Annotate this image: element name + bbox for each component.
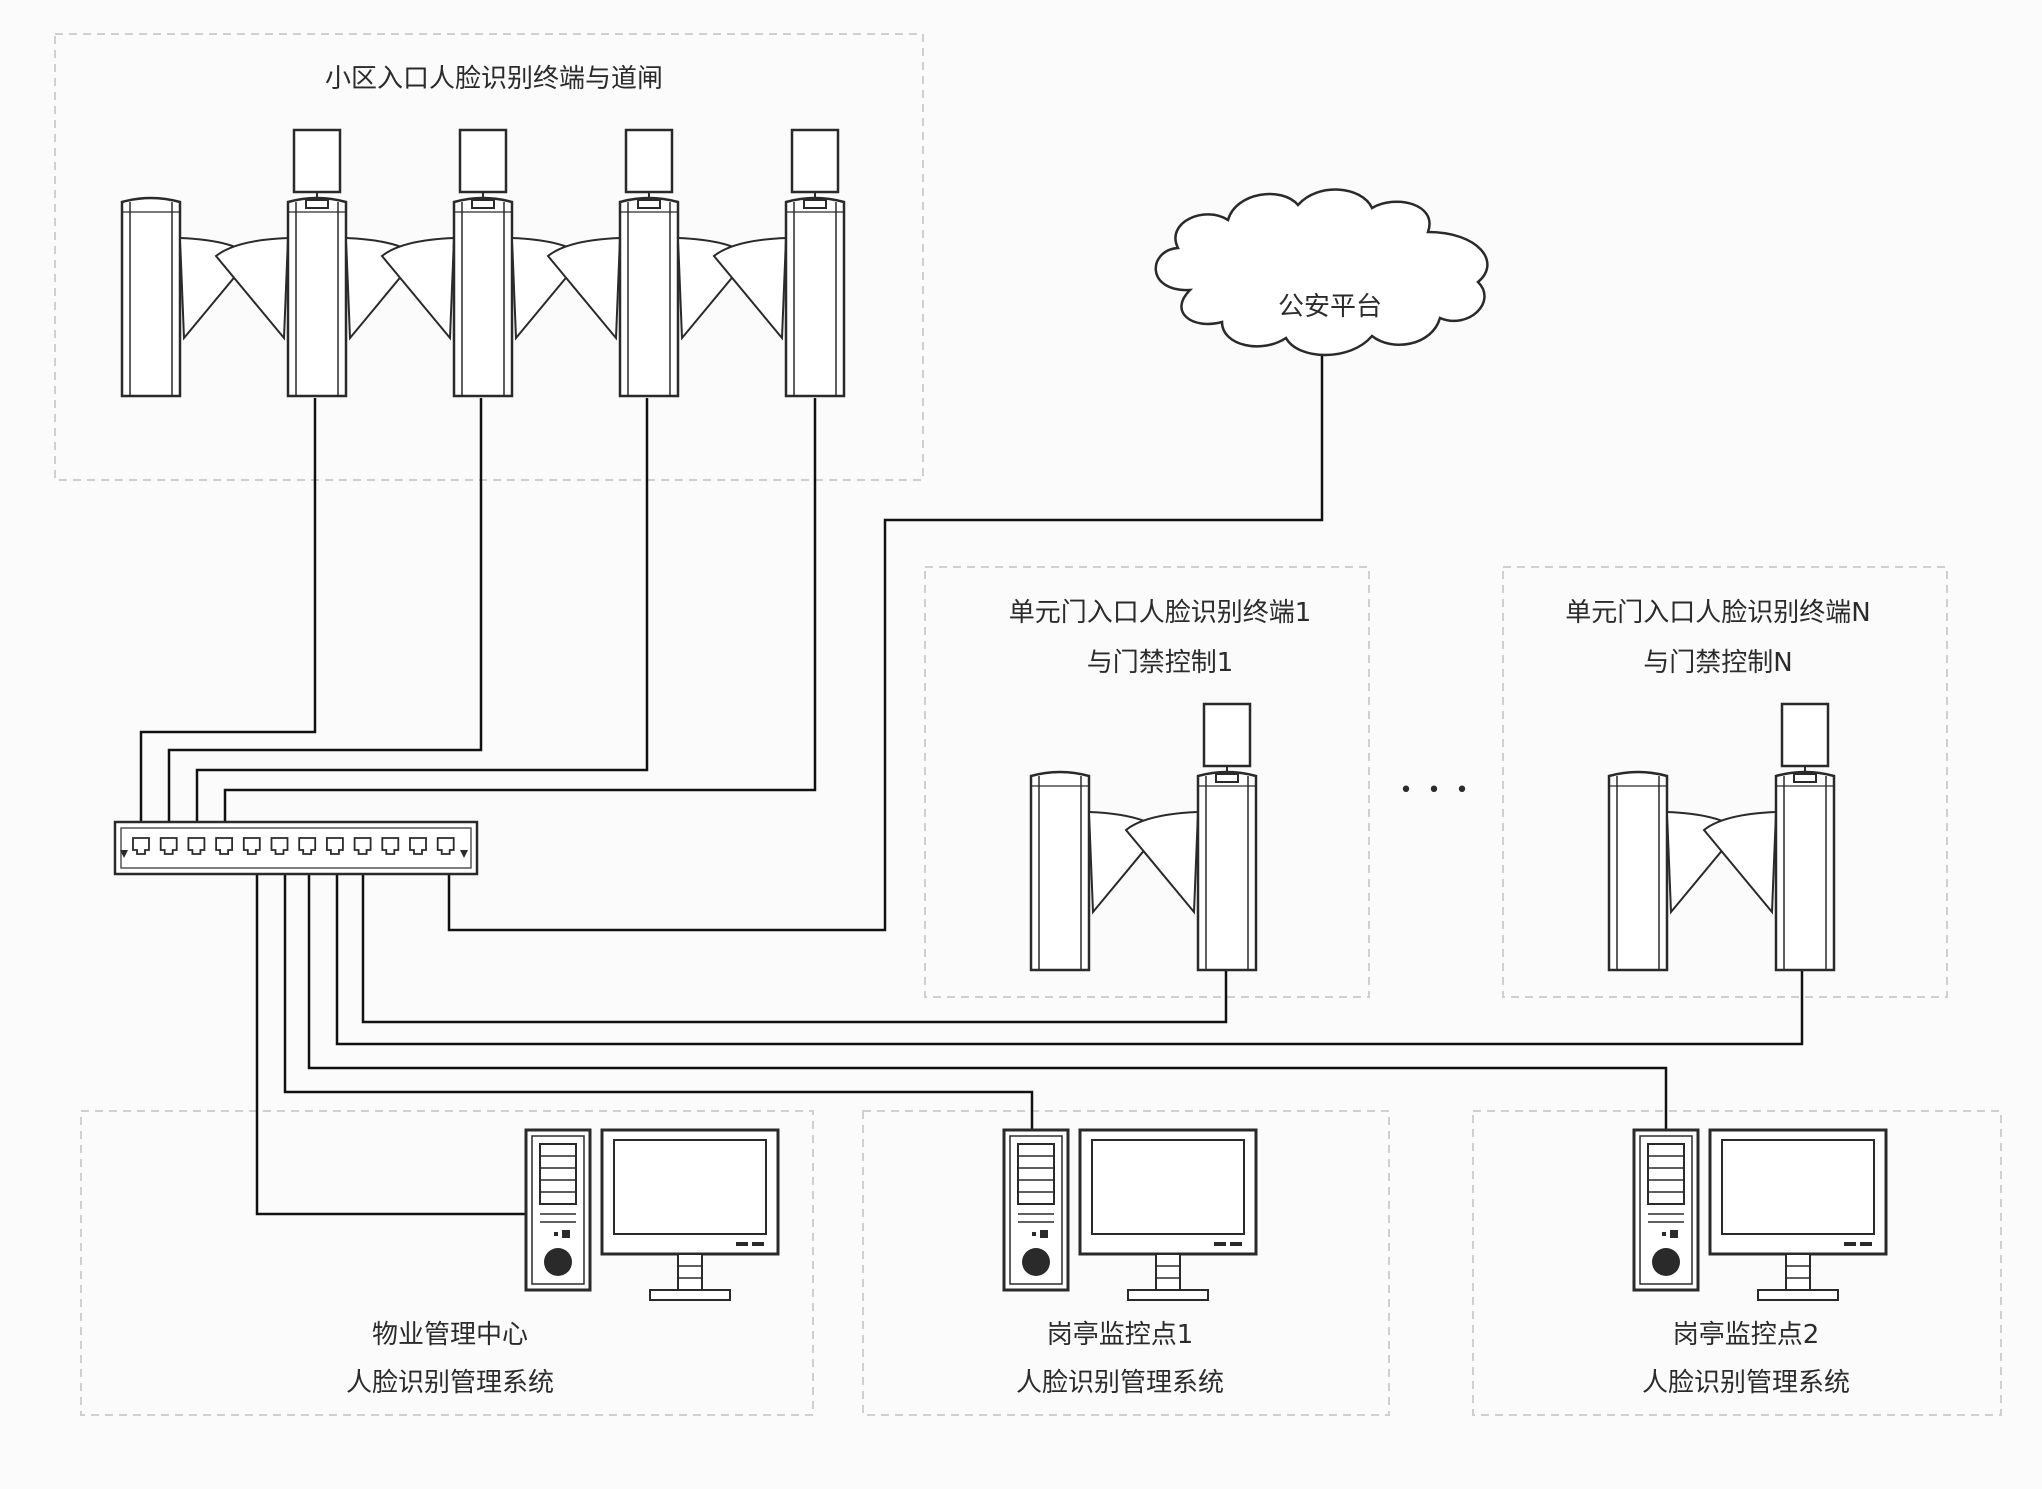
switch-port-11 <box>409 837 427 855</box>
unit-door-n-gate <box>1607 702 1836 972</box>
group-title-unit-door-1-line1: 单元门入口人脸识别终端1 <box>1008 598 1312 628</box>
computer-guard-post-1 <box>1002 1128 1258 1302</box>
cable-police-platform <box>447 345 1324 932</box>
switch-arrow-2 <box>460 850 468 858</box>
group-title-guard-post-2-line1: 岗亭监控点2 <box>1672 1320 1820 1350</box>
group-box-guard-post-2 <box>1472 1110 2002 1416</box>
gate-pillar-end <box>120 196 253 398</box>
group-title-guard-post-1-line1: 岗亭监控点1 <box>1046 1320 1194 1350</box>
group-title-community-entrance: 小区入口人脸识别终端与道闸 <box>324 64 664 94</box>
switch-port-8 <box>326 837 344 855</box>
switch-port-3 <box>187 837 206 855</box>
cable-gate-4 <box>223 398 817 842</box>
cable-unit-door-1 <box>361 848 1228 1024</box>
computer-property-center <box>524 1128 780 1302</box>
gate-pillar-1 <box>215 196 419 398</box>
gate-pillar-3 <box>547 196 751 398</box>
face-terminal-3 <box>624 128 674 210</box>
switch-port-4 <box>215 837 233 855</box>
switch-port-1 <box>132 837 150 855</box>
police-platform-cloud <box>1154 188 1489 357</box>
gate-pillar-4 <box>713 196 846 398</box>
cable-gate-3 <box>195 398 649 842</box>
face-terminal-2 <box>458 128 508 210</box>
face-terminal-unit-n <box>1780 702 1830 784</box>
group-title-unit-door-n-line2: 与门禁控制N <box>1643 648 1793 678</box>
switch-port-7 <box>298 837 317 855</box>
entrance-gate-array <box>120 128 846 398</box>
cable-guard-post-1 <box>283 848 1034 1134</box>
group-box-guard-post-1 <box>862 1110 1390 1416</box>
cloud-label-police-platform: 公安平台 <box>1277 292 1383 322</box>
switch-port-6 <box>270 837 289 855</box>
group-title-unit-door-1-line2: 与门禁控制1 <box>1086 648 1234 678</box>
cable-unit-door-n <box>335 848 1804 1046</box>
group-title-property-center-line1: 物业管理中心 <box>371 1320 529 1350</box>
group-box-unit-door-1 <box>924 566 1370 998</box>
cable-gate-2 <box>167 398 483 842</box>
face-terminal-1 <box>292 128 342 210</box>
cable-gate-1 <box>139 398 317 842</box>
computer-guard-post-2 <box>1632 1128 1888 1302</box>
switch-arrow-1 <box>120 850 128 858</box>
cable-guard-post-2 <box>307 848 1668 1134</box>
switch-port-12 <box>436 837 455 855</box>
cable-property-center <box>255 848 526 1216</box>
switch-port-5 <box>242 837 261 855</box>
group-box-community-entrance <box>54 33 924 481</box>
switch-port-10 <box>381 837 400 855</box>
switch-port-2 <box>159 837 178 855</box>
face-terminal-4 <box>790 128 840 210</box>
group-title-guard-post-2-line2: 人脸识别管理系统 <box>1641 1368 1851 1398</box>
ellipsis-more-units: • • • <box>1399 778 1473 803</box>
face-terminal-unit-1 <box>1202 702 1252 784</box>
group-title-unit-door-n-line1: 单元门入口人脸识别终端N <box>1565 598 1871 628</box>
group-box-property-center <box>80 1110 814 1416</box>
group-title-guard-post-1-line2: 人脸识别管理系统 <box>1015 1368 1225 1398</box>
gate-pillar-2 <box>381 196 585 398</box>
switch-port-9 <box>353 837 372 855</box>
group-box-unit-door-n <box>1502 566 1948 998</box>
cable-lines <box>139 345 1804 1216</box>
network-switch <box>113 820 479 876</box>
unit-door-1-gate <box>1029 702 1258 972</box>
group-title-property-center-line2: 人脸识别管理系统 <box>345 1368 555 1398</box>
